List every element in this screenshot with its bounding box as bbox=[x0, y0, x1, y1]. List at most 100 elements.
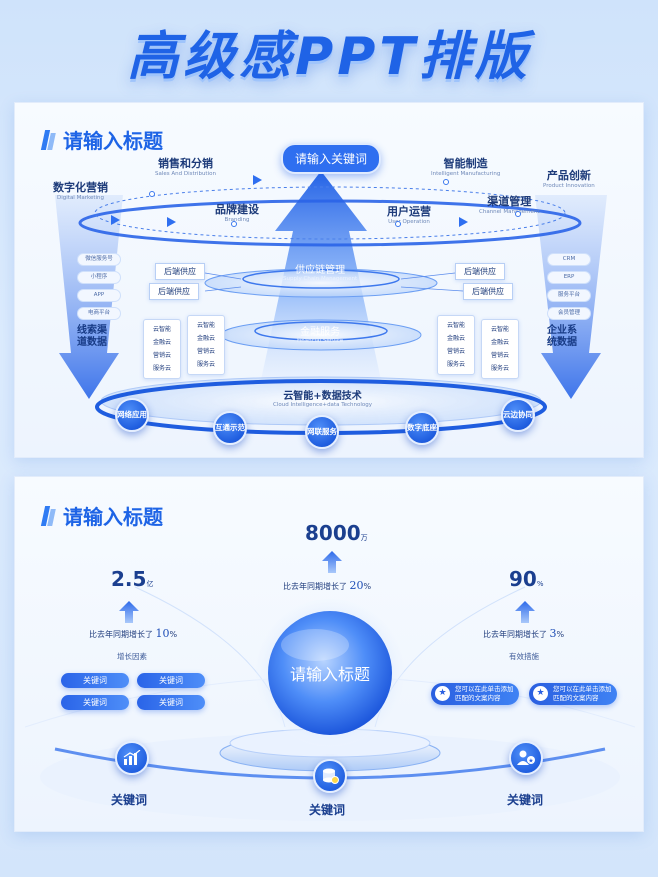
note-pill[interactable]: ★ 您可以在此单击添加匹配的文案内容 bbox=[431, 683, 519, 705]
star-icon: ★ bbox=[533, 686, 548, 701]
stat-unit: 亿 bbox=[146, 580, 154, 588]
backend-box: 后端供应 bbox=[149, 283, 199, 300]
cloud-card-line: 云智能 bbox=[446, 322, 465, 329]
ellipse-dot bbox=[443, 179, 449, 185]
cloud-card-line: 金融云 bbox=[152, 339, 171, 346]
slide2-title-text: 请输入标题 bbox=[63, 505, 163, 529]
label-user-operation: 用户运营 User Operation bbox=[387, 203, 431, 225]
note-text: 您可以在此单击添加匹配的文案内容 bbox=[455, 685, 514, 702]
cloud-card-line: 服务云 bbox=[446, 361, 465, 368]
backend-box: 后端供应 bbox=[455, 263, 505, 280]
label-cn: 用户运营 bbox=[387, 205, 431, 218]
growth-unit: % bbox=[169, 630, 178, 639]
node-digital-base[interactable]: 数字底座 bbox=[405, 411, 439, 445]
slide1-title: 请输入标题 bbox=[43, 125, 163, 154]
cloud-card: 云智能 金融云 营销云 服务云 bbox=[437, 315, 475, 375]
flow-arrow-icon bbox=[459, 217, 468, 227]
flow-arrow-icon bbox=[253, 175, 262, 185]
node-interconnect[interactable]: 互通示范 bbox=[213, 411, 247, 445]
label-en: Supply Chain Management bbox=[283, 276, 358, 282]
supply-chain-label: 供应链管理 Supply Chain Management bbox=[283, 261, 357, 282]
label-cn: 金融服务 bbox=[300, 327, 341, 338]
keyword-pill[interactable]: 关键词 bbox=[137, 695, 205, 710]
cloud-card: 云智能 金融云 营销云 服务云 bbox=[143, 319, 181, 379]
label-en: Sales And Distribution bbox=[155, 171, 216, 177]
flow-arrow-icon bbox=[167, 217, 176, 227]
node-cloud-edge[interactable]: 云边协同 bbox=[501, 398, 535, 432]
label-sales: 销售和分销 Sales And Distribution bbox=[155, 155, 216, 177]
left-tag: APP bbox=[77, 289, 121, 302]
label-en: Digital Marketing bbox=[57, 195, 104, 201]
cloud-card-line: 营销云 bbox=[490, 352, 509, 359]
bottom-keyword: 关键词 bbox=[309, 803, 346, 817]
label-cn: 云智能+数据技术 bbox=[283, 391, 362, 402]
right-funnel-text: 企业系统数据 bbox=[547, 325, 577, 348]
up-arrow-icon bbox=[322, 551, 342, 573]
center-stat-value: 8000万 bbox=[305, 521, 368, 545]
node-network-service[interactable]: 网联服务 bbox=[305, 415, 339, 449]
cloud-card-line: 服务云 bbox=[196, 361, 215, 368]
bottom-keyword: 关键词 bbox=[111, 793, 148, 807]
slide1-title-text: 请输入标题 bbox=[63, 129, 163, 153]
growth-value: 20 bbox=[349, 579, 364, 592]
left-tag: 小程序 bbox=[77, 271, 121, 284]
label-en: Financial Service bbox=[297, 338, 344, 344]
right-tag: CRM bbox=[547, 253, 591, 266]
cloud-card-line: 云智能 bbox=[152, 326, 171, 333]
note-text: 您可以在此单击添加匹配的文案内容 bbox=[553, 685, 612, 702]
flow-arrow-icon bbox=[111, 215, 120, 225]
left-stat-value: 2.5亿 bbox=[111, 567, 153, 591]
growth-unit: % bbox=[556, 630, 565, 639]
label-cn: 销售和分销 bbox=[157, 157, 213, 170]
bottom-keyword: 关键词 bbox=[507, 793, 544, 807]
left-funnel-text: 线索渠道数据 bbox=[77, 325, 107, 348]
cloud-card: 云智能 金融云 营销云 服务云 bbox=[187, 315, 225, 375]
ellipse-dot bbox=[231, 221, 237, 227]
slide-1: 请输入标题 请输入关键词 数字化营销 Digital Marketing 销售和… bbox=[14, 102, 644, 458]
left-tag: 微信服务号 bbox=[77, 253, 121, 266]
backend-box: 后端供应 bbox=[463, 283, 513, 300]
label-en: Cloud Intelligence+data Technology bbox=[273, 402, 373, 408]
main-title: 高级感PPT排版 bbox=[127, 27, 531, 87]
label-intelligent-manufacturing: 智能制造 Intelligent Manufacturing bbox=[431, 155, 500, 177]
stat-unit: % bbox=[536, 580, 544, 588]
note-pill[interactable]: ★ 您可以在此单击添加匹配的文案内容 bbox=[529, 683, 617, 705]
keyword-pill[interactable]: 关键词 bbox=[61, 695, 129, 710]
right-tag: 服务平台 bbox=[547, 289, 591, 302]
center-growth: 比去年同期增长了 20% bbox=[283, 579, 371, 592]
cloud-card-line: 金融云 bbox=[490, 339, 509, 346]
growth-value: 10 bbox=[155, 627, 170, 640]
growth-text: 比去年同期增长了 bbox=[89, 630, 153, 639]
label-en: Product Innovation bbox=[543, 183, 595, 189]
keyword-pill[interactable]: 关键词 bbox=[137, 673, 205, 688]
slide1-graphics bbox=[55, 171, 607, 435]
up-arrow-icon bbox=[515, 601, 535, 623]
up-arrow-icon bbox=[119, 601, 139, 623]
label-en: User Operation bbox=[388, 219, 430, 225]
label-product-innovation: 产品创新 Product Innovation bbox=[543, 167, 595, 189]
label-cn: 产品创新 bbox=[546, 169, 591, 182]
keyword-pill[interactable]: 请输入关键词 bbox=[281, 143, 382, 174]
slide2-title: 请输入标题 bbox=[43, 501, 163, 530]
stat-unit: 万 bbox=[360, 534, 368, 542]
database-coin-icon bbox=[313, 759, 347, 793]
svg-text:★: ★ bbox=[528, 758, 533, 765]
left-subhead: 增长因素 bbox=[117, 652, 147, 661]
keyword-pill[interactable]: 关键词 bbox=[61, 673, 129, 688]
backend-box: 后端供应 bbox=[155, 263, 205, 280]
node-network-app[interactable]: 网络应用 bbox=[115, 398, 149, 432]
stat-number: 8000 bbox=[305, 521, 361, 545]
title-mark-icon bbox=[43, 506, 55, 526]
cloud-card-line: 云智能 bbox=[196, 322, 215, 329]
right-tag: 会员管理 bbox=[547, 307, 591, 320]
label-cn: 渠道管理 bbox=[487, 195, 532, 208]
growth-text: 比去年同期增长了 bbox=[283, 582, 347, 591]
label-channel-management: 渠道管理 Channel Management bbox=[479, 193, 540, 215]
label-en: Channel Management bbox=[479, 209, 540, 215]
cloud-card: 云智能 金融云 营销云 服务云 bbox=[481, 319, 519, 379]
cloud-card-line: 营销云 bbox=[446, 348, 465, 355]
label-branding: 品牌建设 Branding bbox=[215, 201, 259, 223]
cloud-tech-label: 云智能+数据技术 Cloud Intelligence+data Technol… bbox=[273, 387, 372, 408]
label-digital-marketing: 数字化营销 Digital Marketing bbox=[53, 179, 108, 201]
right-subhead: 有效措施 bbox=[509, 652, 539, 661]
